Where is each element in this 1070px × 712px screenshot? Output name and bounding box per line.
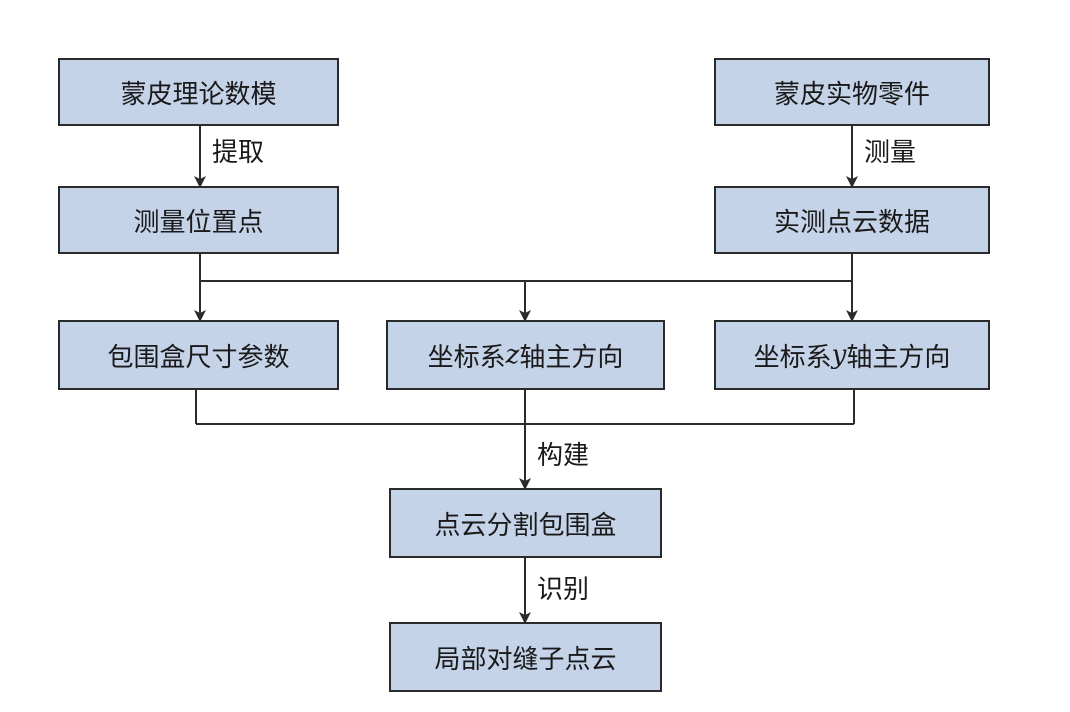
node-label-suffix: 轴主方向 bbox=[846, 342, 951, 373]
node-label: 蒙皮实物零件 bbox=[773, 79, 930, 110]
node-measure-points: 测量位置点 bbox=[58, 186, 339, 254]
edge-label-measure: 测量 bbox=[864, 138, 917, 168]
node-label: 点云分割包围盒 bbox=[434, 510, 617, 541]
node-point-cloud-data: 实测点云数据 bbox=[714, 186, 990, 254]
edge-label-extract: 提取 bbox=[212, 138, 265, 168]
node-label-prefix: 坐标系 bbox=[753, 342, 832, 373]
node-skin-physical-part: 蒙皮实物零件 bbox=[714, 58, 990, 126]
node-label: 测量位置点 bbox=[133, 207, 264, 238]
node-label-suffix: 轴主方向 bbox=[519, 342, 624, 373]
node-bbox-size-params: 包围盒尺寸参数 bbox=[58, 320, 339, 390]
node-label-variable: z bbox=[505, 340, 520, 370]
node-label: 实测点云数据 bbox=[773, 207, 930, 238]
node-seg-bbox: 点云分割包围盒 bbox=[389, 488, 662, 558]
node-label: 蒙皮理论数模 bbox=[120, 79, 277, 110]
edge-label-identify: 识别 bbox=[537, 575, 590, 605]
node-label-prefix: 坐标系 bbox=[427, 342, 506, 373]
node-label: 包围盒尺寸参数 bbox=[107, 342, 290, 373]
edge-label-build: 构建 bbox=[537, 441, 590, 471]
node-label: 局部对缝子点云 bbox=[434, 644, 617, 675]
node-label-variable: y bbox=[831, 340, 847, 370]
node-skin-theory-model: 蒙皮理论数模 bbox=[58, 58, 339, 126]
node-local-seam-cloud: 局部对缝子点云 bbox=[389, 622, 662, 692]
